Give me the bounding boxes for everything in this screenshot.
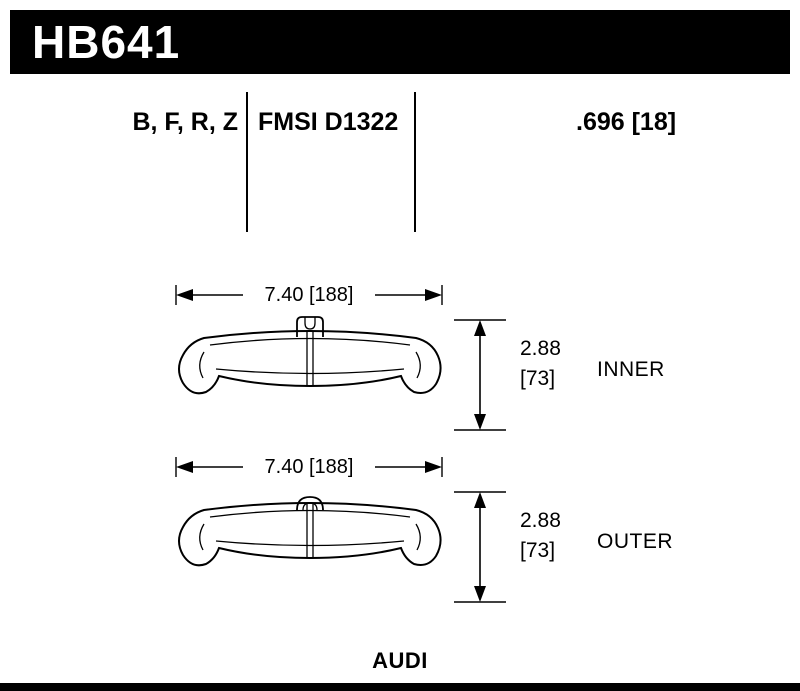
pad-thickness: .696 [18] xyxy=(576,108,677,136)
width-dimension: 7.40 [188] xyxy=(175,284,443,306)
inner-pad-diagram: 7.40 [188] 2.88 [73 xyxy=(0,278,800,448)
height-mm: [73] xyxy=(520,367,556,390)
pad-position-label: INNER xyxy=(597,358,665,381)
outer-pad-diagram: 7.40 [188] 2.88 [73 xyxy=(0,450,800,620)
height-dimension-arrow xyxy=(454,491,506,603)
brake-pad-drawing xyxy=(178,316,442,395)
pad-position-label: OUTER xyxy=(597,530,673,553)
bottom-banner xyxy=(0,683,800,691)
part-number-banner: HB641 xyxy=(10,10,790,74)
brake-pad-drawing xyxy=(178,496,442,567)
width-dimension: 7.40 [188] xyxy=(175,456,443,478)
fmsi-number: FMSI D1322 xyxy=(258,108,399,136)
height-inches: 2.88 xyxy=(520,509,561,532)
dim-arrow-right-icon xyxy=(375,285,443,305)
height-dimension-label: 2.88 [73] xyxy=(520,334,561,394)
height-dimension-arrow xyxy=(454,319,506,431)
height-inches: 2.88 xyxy=(520,337,561,360)
dim-arrow-left-icon xyxy=(175,285,243,305)
vehicle-make: AUDI xyxy=(372,648,428,673)
dim-arrow-left-icon xyxy=(175,457,243,477)
width-dimension-label: 7.40 [188] xyxy=(264,455,354,478)
dim-arrow-right-icon xyxy=(375,457,443,477)
height-dimension-label: 2.88 [73] xyxy=(520,506,561,566)
divider-line xyxy=(246,92,248,232)
part-number: HB641 xyxy=(32,16,181,68)
width-dimension-label: 7.40 [188] xyxy=(264,283,354,306)
compound-codes: B, F, R, Z xyxy=(132,108,238,136)
divider-line xyxy=(414,92,416,232)
height-mm: [73] xyxy=(520,539,556,562)
